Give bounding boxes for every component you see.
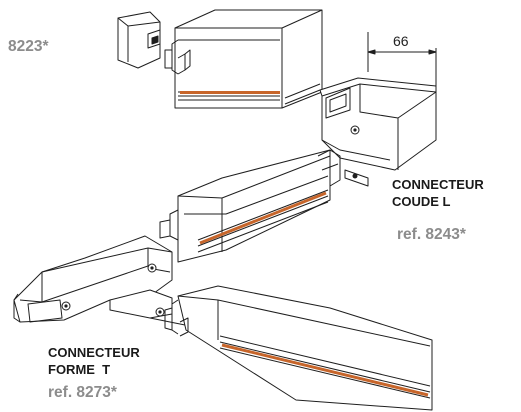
dimension-marker: [367, 32, 437, 96]
elbow-connector-title: CONNECTEUR COUDE L: [392, 176, 484, 210]
tee-title-line2: FORME T: [48, 362, 111, 377]
elbow-title-line2: COUDE L: [392, 194, 451, 209]
tee-connector-ref-label: ref. 8273*: [48, 384, 117, 401]
tee-title-line1: CONNECTEUR: [48, 345, 140, 360]
tee-connector-title: CONNECTEUR FORME T: [48, 344, 140, 378]
top-rail-part: [164, 9, 323, 109]
elbow-connector-ref-label: ref. 8243*: [397, 226, 466, 243]
middle-rail-part: [159, 149, 341, 263]
tee-connector-part: [13, 235, 191, 327]
end-cap-ref-label: 8223*: [8, 38, 49, 55]
lower-rail-part: [164, 285, 433, 411]
elbow-connector-part: [319, 77, 437, 187]
elbow-title-line1: CONNECTEUR: [392, 177, 484, 192]
dimension-label: 66: [393, 33, 409, 49]
end-cap-part: [117, 11, 161, 69]
